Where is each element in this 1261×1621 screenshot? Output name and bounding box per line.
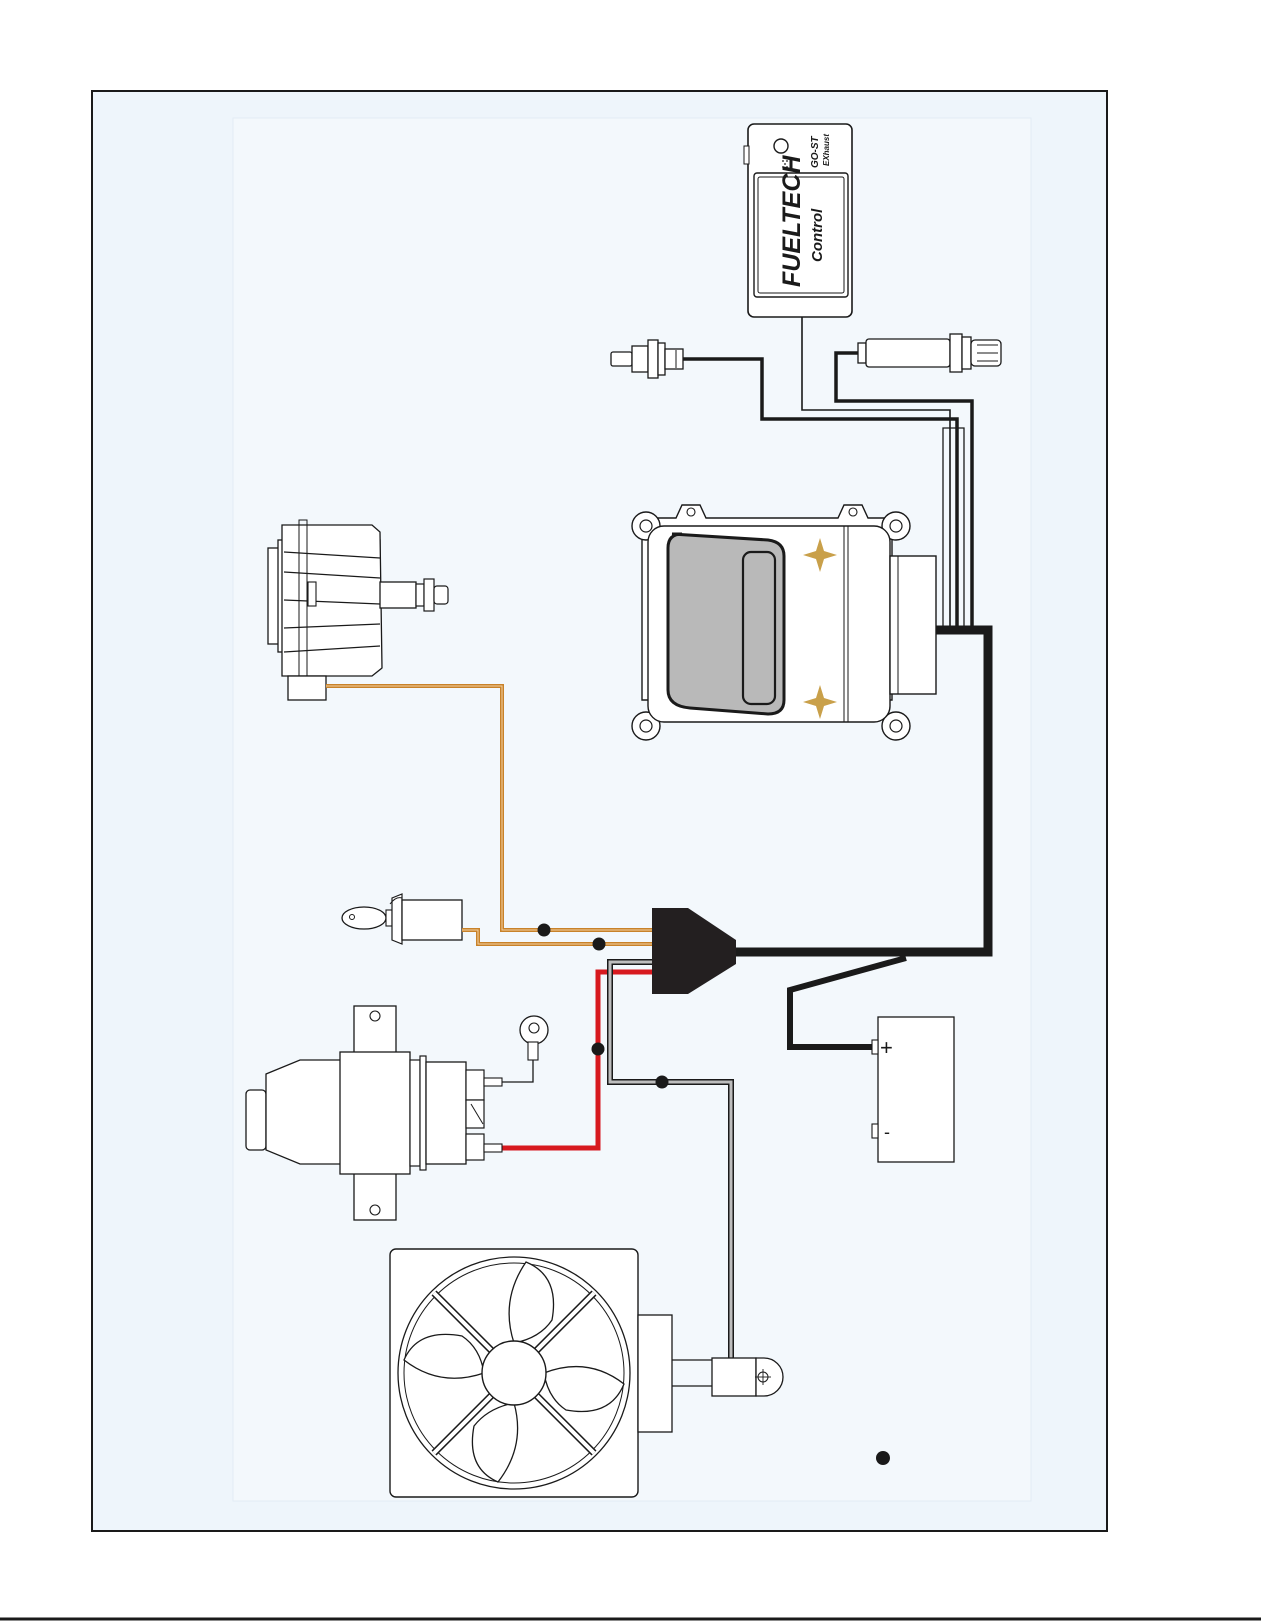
fan-connector: [712, 1358, 783, 1396]
model-sub-label: EXhaust: [822, 134, 831, 166]
fueltech-control-module: FUELTECH Control GO-ST EXhaust: [744, 124, 852, 317]
splice-point: [656, 1076, 669, 1089]
splice-point: [593, 938, 606, 951]
splice-legend-dot: [876, 1451, 890, 1465]
battery-minus-label: -: [884, 1122, 890, 1142]
splice-point: [592, 1043, 605, 1056]
model-label: GO-ST: [810, 135, 821, 168]
splice-point: [538, 924, 551, 937]
brand-logo: FUELTECH: [778, 155, 806, 287]
lambda-sensor-right: [858, 334, 1001, 372]
battery-plus-label: +: [880, 1035, 893, 1060]
battery: + -: [872, 1017, 954, 1162]
ecu-module: [632, 505, 936, 740]
status-led-icon: [774, 139, 788, 153]
device-name: Control: [809, 208, 826, 262]
